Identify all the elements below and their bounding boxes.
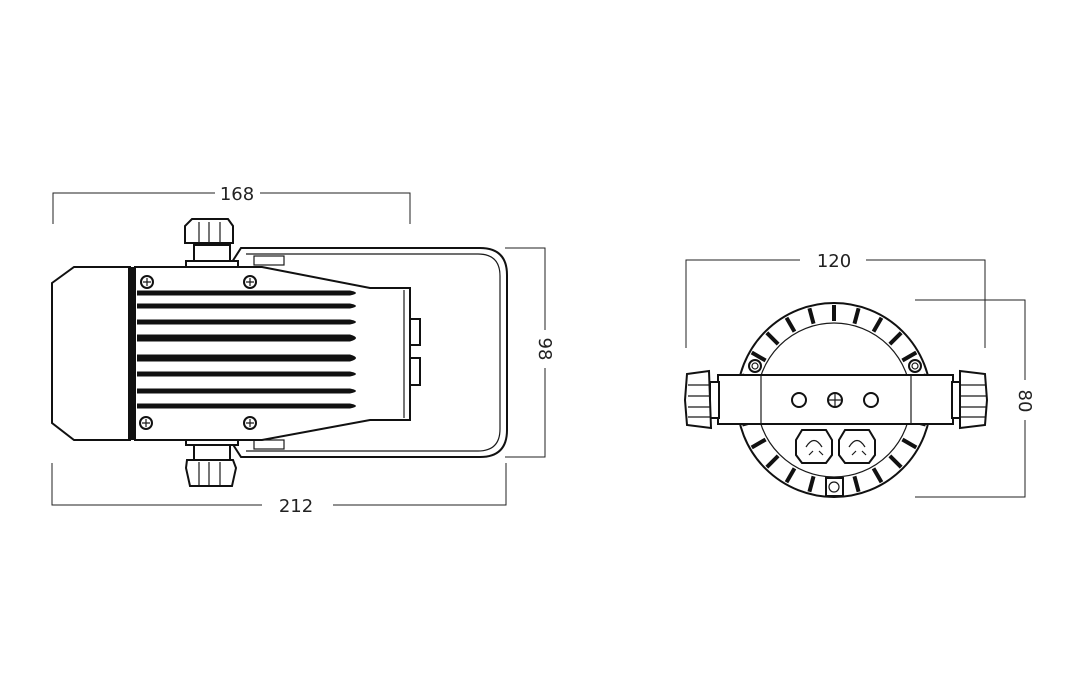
socket-left [795,429,833,464]
screw-cross [142,419,150,427]
ring-fin [871,316,884,333]
heatsink-fin [137,371,356,377]
dimension-212: 212 [51,463,507,517]
ring-fin [852,475,861,493]
bar-hole-left [791,392,807,408]
ring-fin [871,467,884,484]
ring-fin [901,350,918,363]
screw-cross [143,278,151,286]
dimension-label-98: 98 [534,338,555,361]
heatsink-fin [137,334,356,342]
cable-gland-left [683,369,720,430]
screw-cross [246,419,254,427]
ring-fin [750,350,767,363]
dimension-label-80: 80 [1014,390,1035,413]
heatsink-fin [137,403,356,409]
heatsink-fin [137,303,356,309]
dimension-label-212: 212 [279,496,313,517]
dimension-label-168: 168 [220,184,254,205]
heatsink-fin [137,290,356,296]
cable-gland-bottom [184,438,239,487]
connector-lower [409,357,421,386]
ring-fin [784,467,797,484]
ring-fin [807,307,816,325]
bottom-screw [825,477,844,497]
side-view [51,218,508,487]
bracket-nut-top [253,255,285,266]
body-screws [139,275,257,430]
rear-view [683,302,989,498]
bracket-nut-bottom [253,439,285,450]
socket-right [838,429,876,464]
ring-fin [765,331,780,346]
screw-cross [246,278,254,286]
cable-gland-top [184,218,239,268]
dimension-80: 80 [915,299,1035,498]
dimension-98: 98 [505,247,555,458]
ring-fin [888,331,903,346]
ring-fin [807,475,816,493]
mounting-bar [717,374,954,425]
heatsink-fin [137,388,356,394]
ring-fin [888,454,903,469]
bar-hole-right [863,392,879,408]
heatsink-fin [137,354,356,362]
dimension-168: 168 [52,184,411,224]
dimension-label-120: 120 [817,251,851,272]
ring-fin [765,454,780,469]
ring-fin [901,437,918,450]
connector-upper [409,318,421,346]
ring-fin [750,437,767,450]
ring-fin [852,307,861,325]
heatsink-fin [137,319,356,325]
lens-housing [51,266,131,441]
heatsink-fins [137,290,356,409]
heatsink-body [134,266,411,441]
dimension-120: 120 [685,251,986,348]
lens-band [128,267,135,440]
cable-gland-right [951,369,989,430]
ring-fin [784,316,797,333]
